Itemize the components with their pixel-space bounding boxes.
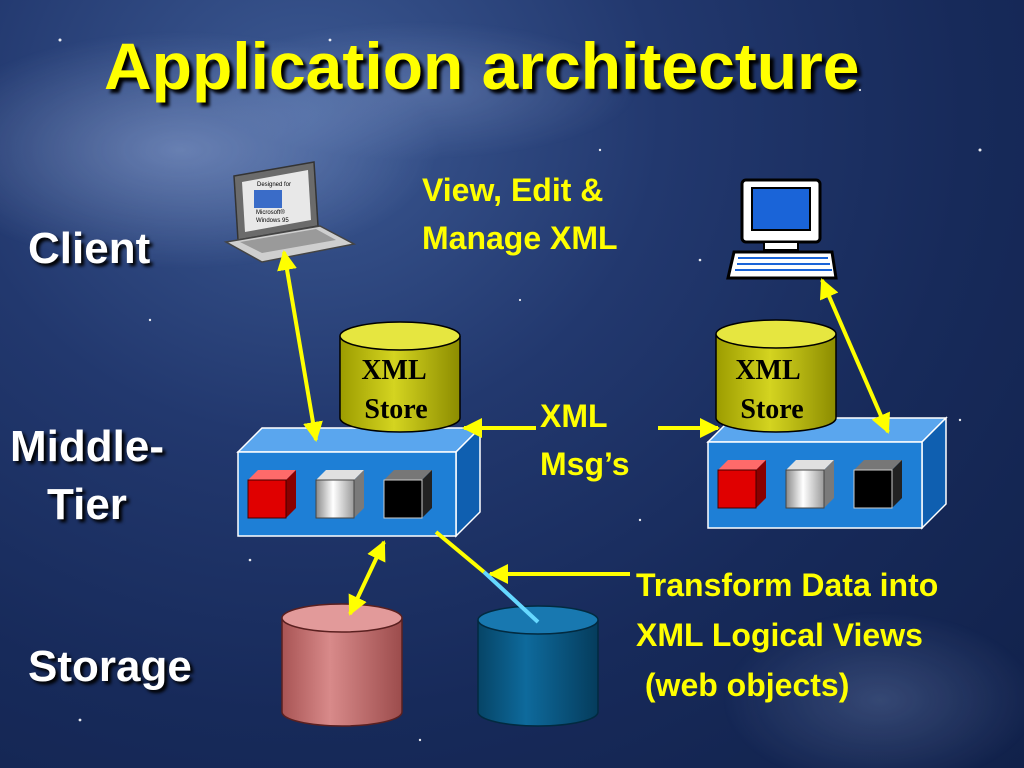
xml-store-right-line1: XML — [735, 355, 800, 386]
line-server-to-blue-db — [434, 530, 486, 574]
tier-label-client: Client — [28, 224, 151, 273]
arrow-desktop-to-server — [819, 278, 891, 434]
note-transform-line3: (web objects) — [636, 667, 850, 703]
tier-label-storage: Storage — [28, 642, 192, 691]
note-view-edit: View, Edit & Manage XML — [422, 166, 618, 262]
xml-store-left-line2: Store — [364, 394, 427, 425]
sticker-line1: Designed for — [257, 182, 291, 188]
note-xml-msgs: XML Msg’s — [540, 392, 630, 488]
sticker-line3: Windows 95 — [256, 218, 289, 224]
tier-label-middle: Middle- Tier — [10, 418, 164, 534]
silver-cube — [315, 470, 364, 519]
line-blue-db-link — [482, 570, 540, 624]
xml-store-left-line1: XML — [361, 355, 426, 386]
note-transform-line1: Transform Data into — [636, 567, 939, 603]
note-transform-line2: XML Logical Views — [636, 617, 923, 653]
arrow-server-to-storage — [348, 540, 386, 616]
middle-tier-server-left — [236, 426, 482, 538]
laptop-icon: Designed for Microsoft® Windows 95 — [223, 161, 357, 263]
xml-store-left: XML Store — [339, 321, 461, 433]
arrow-laptop-to-server — [277, 250, 323, 442]
note-view-edit-line1: View, Edit & — [422, 172, 604, 208]
sticker-line2: Microsoft® — [256, 209, 285, 216]
xml-store-right: XML Store — [715, 319, 837, 433]
silver-cube — [785, 460, 834, 509]
note-xml-msgs-line2: Msg’s — [540, 446, 630, 482]
red-cube — [247, 470, 296, 519]
black-cube — [853, 460, 902, 509]
slide-title: Application architecture — [104, 29, 860, 103]
note-xml-msgs-line1: XML — [540, 398, 608, 434]
storage-db-blue — [477, 605, 599, 727]
desktop-computer-icon — [726, 178, 838, 280]
space-background — [0, 20, 1024, 768]
middle-tier-server-right — [706, 416, 948, 530]
tier-label-middle-line1: Middle- — [10, 422, 164, 471]
note-transform: Transform Data into XML Logical Views (w… — [636, 560, 938, 710]
xml-store-right-line2: Store — [740, 394, 803, 425]
storage-db-pink — [281, 603, 403, 727]
connectors — [277, 250, 891, 616]
black-cube — [383, 470, 432, 519]
note-view-edit-line2: Manage XML — [422, 220, 618, 256]
red-cube — [717, 460, 766, 509]
tier-label-middle-line2: Tier — [47, 480, 127, 529]
